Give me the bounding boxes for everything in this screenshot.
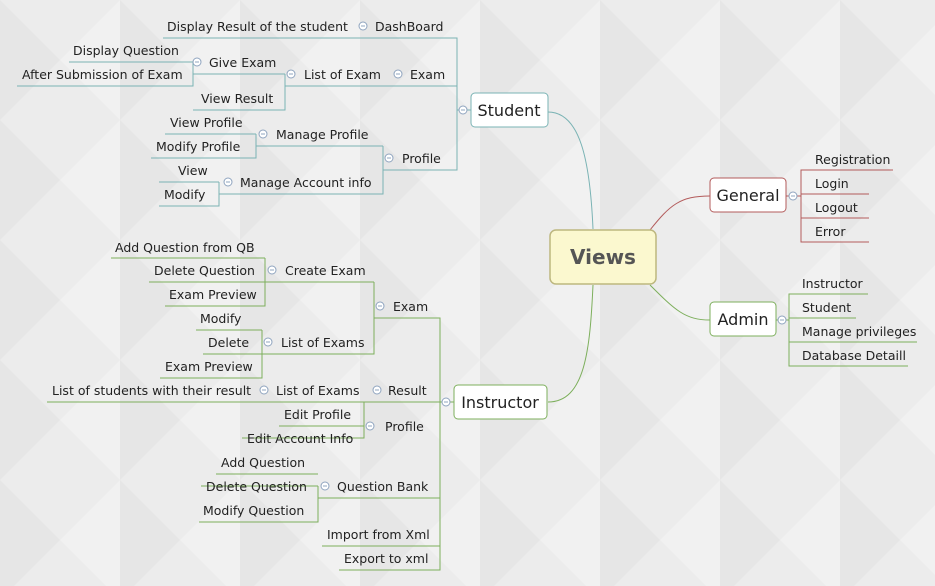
collapse-icon[interactable] <box>259 385 269 395</box>
node-manage-privileges[interactable]: Manage privileges <box>802 324 916 339</box>
central-topic[interactable]: Views <box>549 229 657 285</box>
collapse-icon[interactable] <box>192 57 202 67</box>
node-exam-preview[interactable]: Exam Preview <box>165 359 253 374</box>
collapse-icon[interactable] <box>320 481 330 491</box>
topic-general-label: General <box>716 186 779 205</box>
node-after-submission[interactable]: After Submission of Exam <box>22 67 183 82</box>
node-modify-question[interactable]: Modify Question <box>203 503 304 518</box>
node-edit-profile[interactable]: Edit Profile <box>284 407 351 422</box>
node-admin-instructor[interactable]: Instructor <box>802 276 864 291</box>
node-exam-preview[interactable]: Exam Preview <box>169 287 257 302</box>
collapse-icon[interactable] <box>372 385 382 395</box>
collapse-icon[interactable] <box>441 397 451 407</box>
collapse-icon[interactable] <box>788 191 798 201</box>
node-student-profile[interactable]: Profile <box>402 151 441 166</box>
node-view-profile[interactable]: View Profile <box>170 115 243 130</box>
node-login[interactable]: Login <box>815 176 849 191</box>
node-database-detail[interactable]: Database Detaill <box>802 348 906 363</box>
node-instructor-exam[interactable]: Exam <box>393 299 428 314</box>
node-export-xml[interactable]: Export to xml <box>344 551 428 566</box>
node-result-list-of-exams[interactable]: List of Exams <box>276 383 360 398</box>
node-display-result[interactable]: Display Result of the student <box>167 19 348 34</box>
node-list-of-exam[interactable]: List of Exam <box>304 67 381 82</box>
collapse-icon[interactable] <box>223 177 233 187</box>
collapse-icon[interactable] <box>263 337 273 347</box>
node-manage-profile[interactable]: Manage Profile <box>276 127 369 142</box>
node-list-of-exams[interactable]: List of Exams <box>281 335 365 350</box>
topic-admin-label: Admin <box>718 310 769 329</box>
node-give-exam[interactable]: Give Exam <box>209 55 276 70</box>
connector-student <box>547 111 594 230</box>
collapse-icon[interactable] <box>267 265 277 275</box>
topic-instructor-label: Instructor <box>461 393 539 412</box>
connector-general <box>649 195 711 231</box>
collapse-icon[interactable] <box>258 129 268 139</box>
node-display-question[interactable]: Display Question <box>73 43 179 58</box>
node-view-result[interactable]: View Result <box>201 91 273 106</box>
node-error[interactable]: Error <box>815 224 846 239</box>
node-modify[interactable]: Modify <box>200 311 242 326</box>
node-logout[interactable]: Logout <box>815 200 858 215</box>
collapse-icon[interactable] <box>384 153 394 163</box>
node-student-exam[interactable]: Exam <box>410 67 445 82</box>
node-add-question-qb[interactable]: Add Question from QB <box>115 240 255 255</box>
collapse-icon[interactable] <box>777 315 787 325</box>
collapse-icon[interactable] <box>358 21 368 31</box>
collapse-icon[interactable] <box>365 421 375 431</box>
connector-admin <box>649 284 711 321</box>
node-create-exam[interactable]: Create Exam <box>285 263 366 278</box>
node-instructor-profile[interactable]: Profile <box>385 419 424 434</box>
node-view[interactable]: View <box>178 163 208 178</box>
topic-instructor[interactable]: Instructor <box>453 384 548 420</box>
node-registration[interactable]: Registration <box>815 152 890 167</box>
node-edit-account-info[interactable]: Edit Account Info <box>247 431 353 446</box>
node-qb-delete-question[interactable]: Delete Question <box>206 479 307 494</box>
node-modify-profile[interactable]: Modify Profile <box>156 139 241 154</box>
node-manage-account[interactable]: Manage Account info <box>240 175 372 190</box>
node-modify[interactable]: Modify <box>164 187 206 202</box>
node-add-question[interactable]: Add Question <box>221 455 305 470</box>
topic-student-label: Student <box>478 101 541 120</box>
topic-admin[interactable]: Admin <box>709 301 777 337</box>
node-result[interactable]: Result <box>388 383 427 398</box>
collapse-icon[interactable] <box>393 69 403 79</box>
collapse-icon[interactable] <box>375 301 385 311</box>
node-delete[interactable]: Delete <box>208 335 249 350</box>
topic-general[interactable]: General <box>709 177 787 213</box>
connector-instructor <box>547 284 594 403</box>
node-list-of-students[interactable]: List of students with their result <box>52 383 251 398</box>
topic-student[interactable]: Student <box>470 92 549 128</box>
node-question-bank[interactable]: Question Bank <box>337 479 429 494</box>
central-topic-label: Views <box>570 245 636 269</box>
collapse-icon[interactable] <box>458 105 468 115</box>
collapse-icon[interactable] <box>286 69 296 79</box>
node-admin-student[interactable]: Student <box>802 300 851 315</box>
node-import-xml[interactable]: Import from Xml <box>327 527 430 542</box>
node-delete-question[interactable]: Delete Question <box>154 263 255 278</box>
node-dashboard[interactable]: DashBoard <box>375 19 443 34</box>
